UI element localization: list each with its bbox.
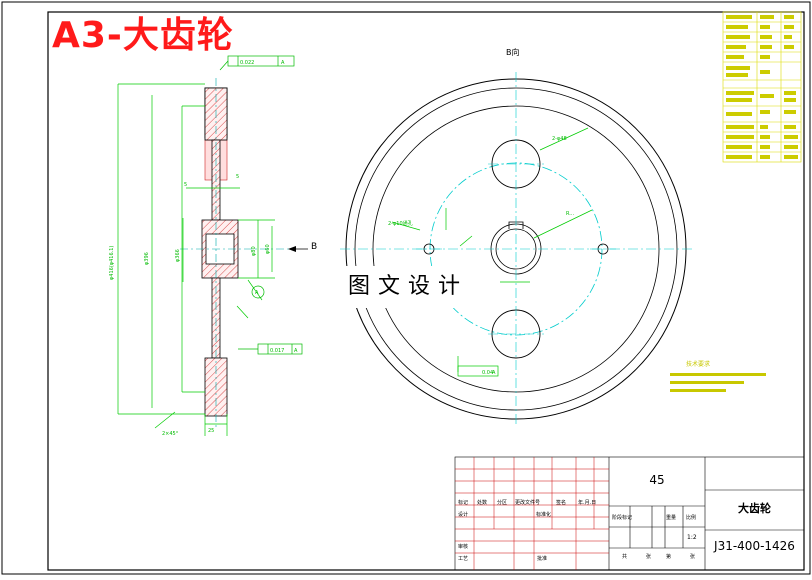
section-view: φ416(φ416.1) φ396 φ366 φ80 φ60 5 5 25 2×… (109, 55, 308, 437)
svg-text:φ80: φ80 (251, 246, 257, 256)
technical-requirements (670, 373, 766, 392)
tb-total: 共 (622, 554, 628, 560)
tb-scale-label: 比例 (686, 515, 697, 521)
tb-sign: 签名 (556, 500, 567, 506)
svg-text:A: A (294, 348, 298, 354)
tb-weight: 重量 (666, 515, 677, 521)
svg-text:2-φ48: 2-φ48 (552, 136, 567, 142)
inner-frame (47, 11, 805, 571)
material-label: 45 (649, 473, 665, 487)
tb-standardize: 标准化 (536, 512, 552, 518)
front-view: 2-φ48 R... 2-φ10通孔 φ48 0.04 A (340, 72, 692, 426)
svg-text:A: A (492, 370, 496, 376)
tb-scale-value: 1:2 (687, 534, 697, 541)
svg-text:0.022: 0.022 (240, 60, 254, 66)
view-b-label: B向 (506, 48, 520, 57)
svg-text:2-φ10通孔: 2-φ10通孔 (388, 220, 413, 227)
tb-design: 设计 (458, 512, 469, 518)
tb-sheet-2: 张 (690, 554, 696, 560)
svg-text:A: A (281, 60, 285, 66)
tb-count: 处数 (477, 500, 488, 506)
svg-text:φ416(φ416.1): φ416(φ416.1) (109, 246, 115, 280)
svg-text:φ366: φ366 (175, 249, 181, 262)
tb-mark: 标记 (458, 500, 469, 506)
svg-text:0.04: 0.04 (482, 370, 493, 376)
title-block-grid (455, 457, 609, 570)
watermark-text: 图文设计 (333, 266, 483, 308)
sheet-title: A3-大齿轮 (52, 15, 234, 56)
svg-text:φ396: φ396 (144, 252, 150, 265)
tb-date: 年.月.日 (578, 500, 597, 506)
drawing-number: J31-400-1426 (714, 539, 795, 553)
svg-text:A: A (255, 290, 259, 296)
tb-review: 审核 (458, 544, 469, 550)
svg-text:5: 5 (184, 182, 187, 188)
gear-parameter-table (722, 11, 802, 163)
svg-text:5: 5 (236, 174, 239, 180)
tb-change-doc: 更改文件号 (515, 500, 541, 506)
svg-text:25: 25 (208, 428, 214, 434)
svg-text:2×45°: 2×45° (162, 431, 179, 437)
svg-text:0.017: 0.017 (270, 348, 284, 354)
tb-zone: 分区 (497, 500, 508, 506)
tb-sheet-1: 张 (646, 554, 652, 560)
title-block (454, 456, 805, 571)
tb-approve: 批准 (537, 556, 548, 562)
tb-process: 工艺 (458, 556, 469, 562)
section-arrow-label: B (311, 242, 318, 252)
tech-requirements-title: 技术要求 (686, 361, 711, 368)
tb-stage-mark: 阶段标记 (612, 515, 633, 521)
svg-text:R...: R... (566, 211, 574, 217)
tb-no: 第 (666, 554, 672, 560)
part-name: 大齿轮 (738, 502, 771, 515)
svg-text:φ60: φ60 (265, 244, 271, 254)
